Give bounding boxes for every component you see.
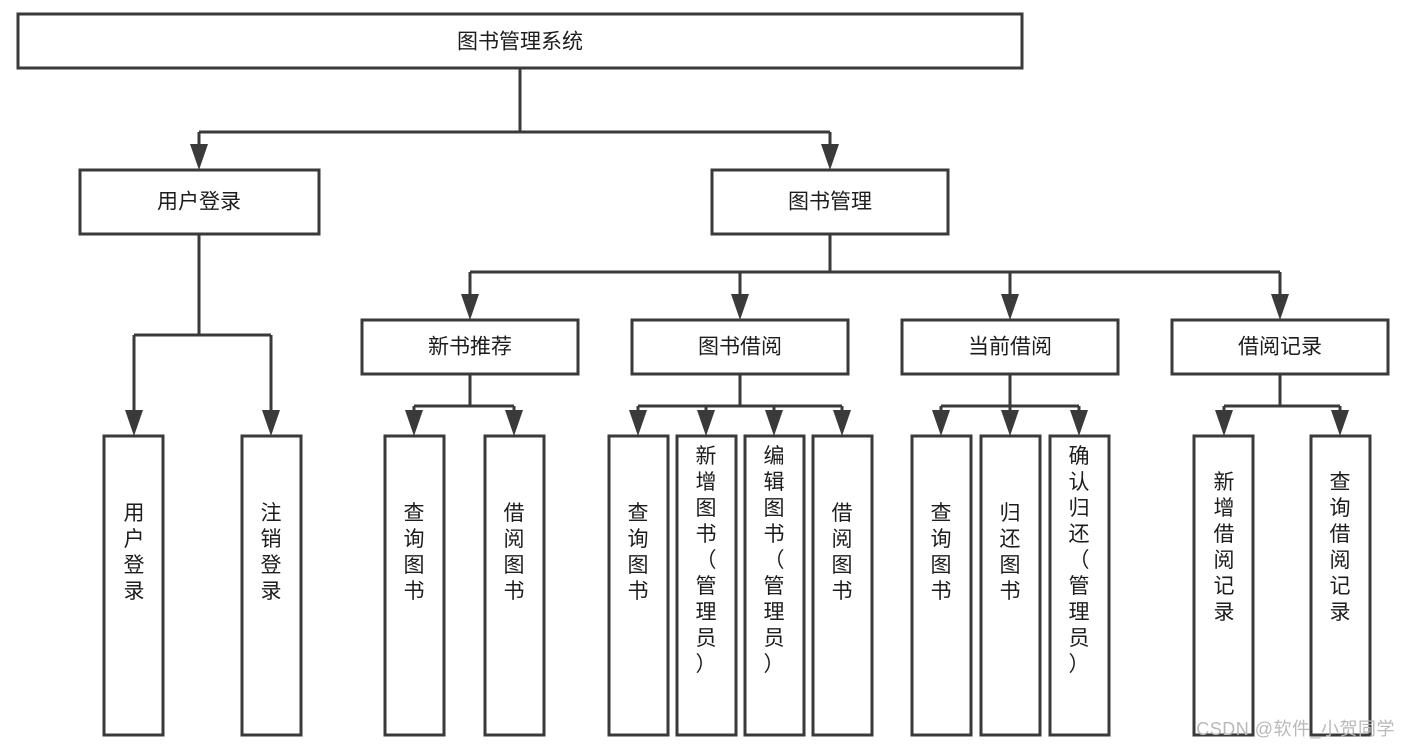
node-new-book-recommend[interactable]: 新书推荐 — [360, 318, 580, 376]
arrow-head-borrow-record — [1271, 294, 1289, 320]
connector-userlogin-to-leaves — [132, 234, 273, 421]
node-leaf-add-book-label: 新增图书（管理员） — [696, 445, 717, 676]
arrow-head-leaf-query-record — [1331, 410, 1349, 436]
node-leaf-query-book-3[interactable]: 查询图书 — [910, 434, 973, 737]
node-leaf-logout-login-label: 注销登录 — [261, 502, 282, 603]
node-leaf-edit-book-label: 编辑图书（管理员） — [764, 445, 785, 676]
arrow-head-leaf-query-book-3 — [932, 410, 950, 436]
node-leaf-confirm-return[interactable]: 确认归还（管理员） — [1048, 434, 1111, 737]
node-book-borrow-box[interactable] — [630, 318, 850, 376]
node-leaf-borrow-book-2[interactable]: 借阅图书 — [811, 434, 874, 737]
arrow-head-leaf-borrow-book-2 — [833, 410, 851, 436]
node-book-manage[interactable]: 图书管理 — [710, 168, 950, 236]
connector-borrowrecord-to-leaves — [1222, 374, 1342, 421]
csdn-watermark: CSDN @软件_小贺同学 — [1196, 719, 1395, 739]
node-leaf-edit-book-box[interactable] — [743, 434, 806, 737]
node-leaf-confirm-return-label: 确认归还（管理员） — [1069, 445, 1090, 676]
node-current-borrow-box[interactable] — [900, 318, 1120, 376]
arrow-head-user-login — [190, 144, 208, 170]
arrow-head-leaf-logout-login — [262, 410, 280, 436]
node-leaf-confirm-return-box[interactable] — [1048, 434, 1111, 737]
node-leaf-return-book-label: 归还图书 — [1000, 502, 1021, 603]
node-leaf-query-record[interactable]: 查询借阅记录 — [1309, 434, 1372, 737]
connector-layer — [125, 68, 1349, 436]
connector-bookborrow-to-leaves — [636, 374, 844, 421]
arrow-head-leaf-borrow-book-1 — [505, 410, 523, 436]
node-new-book-recommend-box[interactable] — [360, 318, 580, 376]
node-book-manage-box[interactable] — [710, 168, 950, 236]
node-leaf-query-record-label: 查询借阅记录 — [1330, 471, 1351, 624]
node-leaf-logout-login-box[interactable] — [240, 434, 303, 737]
arrow-head-leaf-edit-book — [765, 410, 783, 436]
node-user-login-box[interactable] — [78, 168, 321, 236]
node-leaf-borrow-book-2-box[interactable] — [811, 434, 874, 737]
connector-root-to-level1 — [197, 68, 832, 156]
node-leaf-user-login-box[interactable] — [102, 434, 165, 737]
node-leaf-return-book-box[interactable] — [979, 434, 1042, 737]
node-leaf-user-login-label: 用户登录 — [124, 502, 145, 603]
node-leaf-user-login[interactable]: 用户登录 — [102, 434, 165, 737]
node-leaf-borrow-book-1-box[interactable] — [483, 434, 546, 737]
node-root-label: 图书管理系统 — [457, 31, 583, 54]
arrow-head-leaf-query-book-1 — [405, 410, 423, 436]
node-leaf-edit-book[interactable]: 编辑图书（管理员） — [743, 434, 806, 737]
node-leaf-query-book-2-box[interactable] — [607, 434, 670, 737]
node-borrow-record-label: 借阅记录 — [1238, 336, 1322, 359]
arrow-head-book-manage — [821, 144, 839, 170]
node-borrow-record[interactable]: 借阅记录 — [1170, 318, 1390, 376]
connector-bookmanage-to-level2 — [468, 234, 1282, 306]
node-leaf-add-record[interactable]: 新增借阅记录 — [1192, 434, 1255, 737]
arrow-head-book-borrow — [731, 294, 749, 320]
node-leaf-return-book[interactable]: 归还图书 — [979, 434, 1042, 737]
node-leaf-add-record-label: 新增借阅记录 — [1214, 471, 1235, 624]
node-book-borrow[interactable]: 图书借阅 — [630, 318, 850, 376]
node-book-manage-label: 图书管理 — [788, 191, 872, 214]
node-leaf-query-book-1[interactable]: 查询图书 — [383, 434, 446, 737]
arrow-head-new-book-recommend — [461, 294, 479, 320]
node-leaf-logout-login[interactable]: 注销登录 — [240, 434, 303, 737]
node-new-book-recommend-label: 新书推荐 — [428, 336, 512, 359]
connector-recommend-to-leaves — [412, 374, 516, 421]
arrow-head-current-borrow — [1001, 294, 1019, 320]
node-book-borrow-label: 图书借阅 — [698, 336, 782, 359]
node-user-login-label: 用户登录 — [157, 191, 241, 214]
node-current-borrow[interactable]: 当前借阅 — [900, 318, 1120, 376]
arrow-head-leaf-query-book-2 — [629, 410, 647, 436]
node-borrow-record-box[interactable] — [1170, 318, 1390, 376]
node-leaf-query-book-1-box[interactable] — [383, 434, 446, 737]
arrow-head-leaf-return-book — [1001, 410, 1019, 436]
arrow-head-leaf-add-record — [1215, 410, 1233, 436]
node-user-login[interactable]: 用户登录 — [78, 168, 321, 236]
node-leaf-borrow-book-1[interactable]: 借阅图书 — [483, 434, 546, 737]
node-leaf-borrow-book-2-label: 借阅图书 — [832, 502, 853, 603]
node-root[interactable]: 图书管理系统 — [16, 12, 1024, 70]
arrow-head-leaf-add-book — [697, 410, 715, 436]
node-leaf-query-book-1-label: 查询图书 — [404, 502, 425, 603]
node-leaf-query-book-3-box[interactable] — [910, 434, 973, 737]
arrow-head-leaf-user-login — [125, 410, 143, 436]
node-leaf-query-book-2[interactable]: 查询图书 — [607, 434, 670, 737]
node-current-borrow-label: 当前借阅 — [968, 336, 1052, 359]
node-leaf-add-record-box[interactable] — [1192, 434, 1255, 737]
node-leaf-borrow-book-1-label: 借阅图书 — [504, 502, 525, 603]
node-leaf-add-book-box[interactable] — [675, 434, 738, 737]
node-root-box[interactable] — [16, 12, 1024, 70]
arrow-head-leaf-confirm-return — [1070, 410, 1088, 436]
node-leaf-add-book[interactable]: 新增图书（管理员） — [675, 434, 738, 737]
node-leaf-query-book-3-label: 查询图书 — [931, 502, 952, 603]
node-leaf-query-record-box[interactable] — [1309, 434, 1372, 737]
node-leaf-query-book-2-label: 查询图书 — [628, 502, 649, 603]
